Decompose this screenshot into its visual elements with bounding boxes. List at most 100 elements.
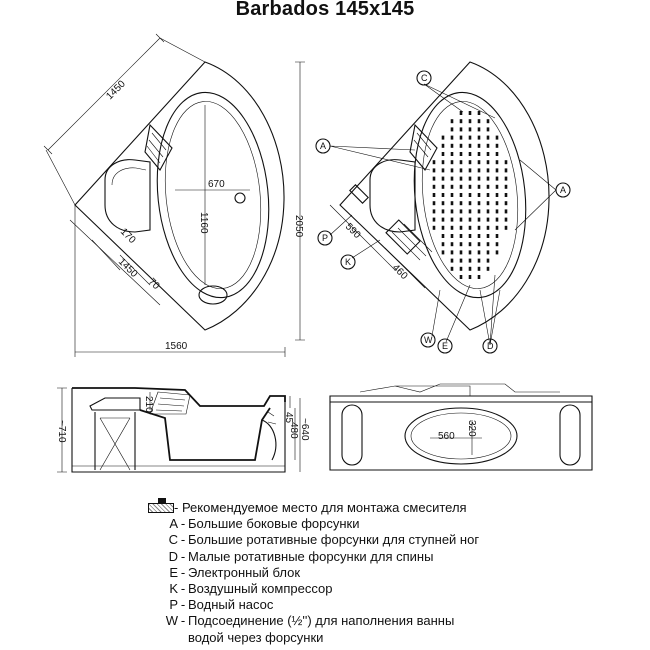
legend-item: D-Малые ротативные форсунки для спины [168,548,434,564]
jet-dot [495,201,499,206]
jet-dot [450,193,454,197]
jet-dot [477,127,481,132]
jet-dot [459,209,463,214]
jet-dot [504,193,508,197]
jet-dot [441,184,445,189]
jet-dot [477,201,481,206]
jet-dot [459,266,463,271]
jet-dot [450,217,454,222]
jet-dot [459,201,463,206]
svg-text:P: P [322,233,328,243]
callout-D: D [482,338,498,354]
panel-oval [404,407,518,465]
jet-dot [486,184,490,189]
dim-line-460 [384,247,426,289]
jet-dot [477,209,481,214]
jet-dot [441,217,445,222]
jet-dot [468,234,472,238]
jet-dot [477,184,481,189]
jet-dot [441,152,445,156]
jet-dot [432,193,436,197]
jet-dot [486,193,490,197]
dim-basin-depth: 480 [288,422,299,439]
dim-oval-height: 320 [466,420,477,437]
jet-dot [495,135,499,140]
bath-outline [74,61,285,331]
jet-dot [432,168,436,173]
jet-dot [486,160,490,165]
jet-dot [459,127,463,132]
legend-item: K-Воздушный компрессор [169,581,333,597]
jet-dot [450,143,454,148]
jet-dot [495,234,499,238]
callout-C: C [416,70,432,86]
jet-dot [468,176,472,181]
jet-dot [477,176,481,181]
jet-dot [459,258,463,263]
jet-dot [468,160,472,165]
jet-dot [468,111,472,115]
jet-dot [459,242,463,247]
jet-dot [459,275,463,279]
jet-dot [477,258,481,263]
jet-dot [504,184,508,189]
jet-dot [504,160,508,165]
jet-dot [486,201,490,206]
jet-dot [441,234,445,238]
jet-dot [468,119,472,124]
jet-dot [477,152,481,156]
jet-dot [495,242,499,247]
jet-dot [459,143,463,148]
jet-dot [486,168,490,173]
jet-dot [468,168,472,173]
jet-dot [504,217,508,222]
jet-dot [477,160,481,165]
jet-dot [441,160,445,165]
jet-dot [495,225,499,230]
jet-dot [459,225,463,230]
plan-view-jets: 590 460 C A A P K W E D [315,61,571,354]
jet-dot [432,176,436,181]
jet-dot [486,217,490,222]
jet-dot [495,250,499,255]
jet-dot [450,119,454,124]
legend-mixer-text: - Рекомендуемое место для монтажа смесит… [174,500,467,515]
jet-grid [432,111,508,279]
jet-dot [459,176,463,181]
dim-seat-height: 210 [143,396,154,413]
jet-dot [450,201,454,206]
jet-dot [477,225,481,230]
jet-dot [468,217,472,222]
pillow [144,123,173,171]
jet-dot [468,127,472,132]
jet-dot [450,184,454,189]
jet-dot [468,143,472,148]
callout-W: W [420,332,436,348]
dim-basin-length: 1160 [198,212,209,234]
jet-dot [495,143,499,148]
jet-dot [441,250,445,255]
jet-dot [450,258,454,263]
jet-dot [468,209,472,214]
basin-oval [156,91,270,299]
jet-dot [477,250,481,255]
jet-dot [459,250,463,255]
dim-rim-height: 45 [283,412,294,424]
mixer-location-icon [148,498,174,513]
jet-dot [468,193,472,197]
jet-dot [486,176,490,181]
jet-dot [468,201,472,206]
jet-dot [459,193,463,197]
jet-dot [495,176,499,181]
jet-dot [450,242,454,247]
jet-dot [468,225,472,230]
jet-dot [441,193,445,197]
jet-dot [504,168,508,173]
jet-dot [441,135,445,140]
jet-dot [486,266,490,271]
jet-dot [477,111,481,115]
jet-dot [504,201,508,206]
jet-dot [477,193,481,197]
legend-item-continuation: водой через форсунки [188,629,324,645]
legend: - Рекомендуемое место для монтажа смесит… [140,498,640,646]
